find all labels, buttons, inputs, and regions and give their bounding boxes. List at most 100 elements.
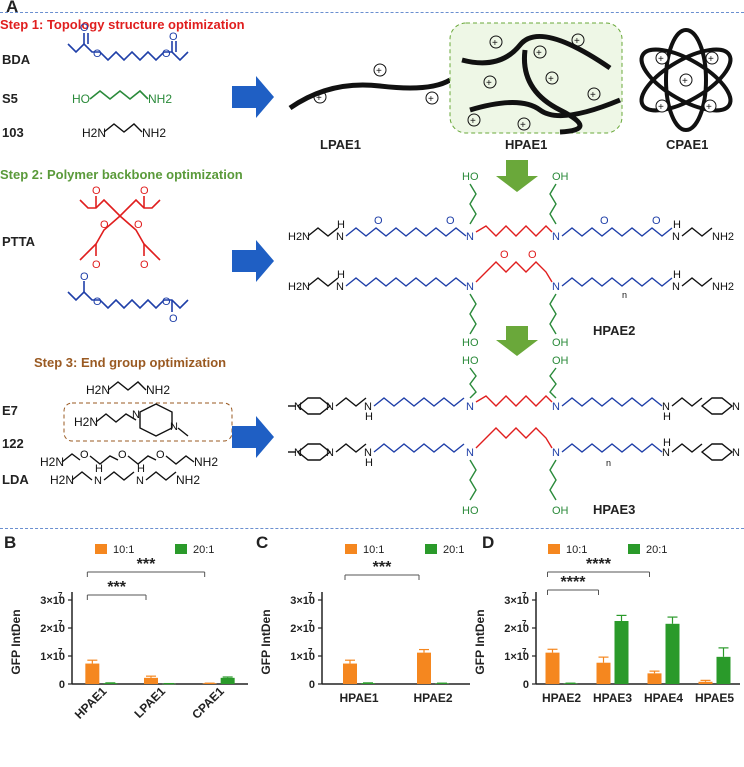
step2-title: Step 2: Polymer backbone optimization — [0, 167, 243, 182]
svg-text:O: O — [118, 449, 127, 461]
legend-swatch-D-1 — [628, 544, 640, 554]
y-tick-exp-D-1: 7 — [522, 647, 527, 656]
hpae3-structure: N N N H N N N H N N N N H N N n N H N HO… — [288, 355, 740, 517]
svg-text:O: O — [162, 296, 171, 308]
svg-text:O: O — [80, 22, 89, 34]
svg-text:O: O — [162, 48, 171, 60]
ptta-structure — [79, 196, 161, 261]
svg-text:O: O — [92, 259, 101, 271]
y-tick-label-B-1: 1×10 — [40, 651, 65, 663]
svg-text:+: + — [492, 38, 498, 49]
svg-text:O: O — [600, 215, 609, 227]
scheme-drawing: O O O O HO NH2 H2N NH2 + + + + + + + + +… — [40, 22, 740, 517]
svg-text:H2N: H2N — [82, 126, 106, 140]
svg-text:O: O — [134, 219, 143, 231]
svg-text:H: H — [663, 437, 671, 449]
svg-text:N: N — [662, 401, 670, 413]
svg-text:O: O — [140, 259, 149, 271]
svg-text:O: O — [169, 31, 178, 43]
svg-text:n: n — [622, 290, 627, 300]
svg-text:O: O — [80, 449, 89, 461]
svg-text:H: H — [337, 219, 345, 231]
monomer-103: 103 — [2, 125, 24, 140]
svg-text:N: N — [672, 281, 680, 293]
svg-text:+: + — [658, 102, 664, 113]
svg-text:H2N: H2N — [40, 455, 64, 469]
y-tick-exp-D-3: 7 — [522, 591, 527, 600]
svg-text:H: H — [337, 269, 345, 281]
svg-text:OH: OH — [552, 505, 569, 517]
topology-cpae1: CPAE1 — [666, 137, 709, 152]
svg-text:N: N — [466, 401, 474, 413]
svg-text:HO: HO — [72, 92, 90, 106]
x-tick-label-C-0: HPAE1 — [339, 691, 378, 705]
svg-text:N: N — [672, 231, 680, 243]
svg-text:HO: HO — [462, 337, 479, 349]
svg-text:NH2: NH2 — [712, 231, 734, 243]
bda-structure — [67, 33, 189, 62]
svg-text:H2N: H2N — [50, 473, 74, 487]
svg-text:N: N — [552, 231, 560, 243]
bar-B-HPAE1-10:1 — [85, 663, 100, 684]
svg-text:N: N — [364, 401, 372, 413]
cpae1-shape — [639, 28, 733, 132]
e7-highlight-box — [63, 402, 233, 442]
bar-C-HPAE2-10:1 — [417, 652, 431, 684]
svg-text:N: N — [552, 447, 560, 459]
x-tick-label-B-0: HPAE1 — [72, 684, 110, 722]
legend-label-D-1: 20:1 — [646, 544, 667, 556]
legend-swatch-D-0 — [548, 544, 560, 554]
svg-text:O: O — [652, 215, 661, 227]
legend-label-C-1: 20:1 — [443, 544, 464, 556]
svg-text:N: N — [732, 447, 740, 459]
down-arrow-icon — [496, 160, 538, 192]
lpae1-chain — [288, 77, 452, 111]
y-tick-label-C-1: 1×10 — [290, 651, 315, 663]
svg-text:HO: HO — [462, 355, 479, 367]
sig-label-B-1: *** — [137, 556, 156, 573]
x-tick-label-D-3: HPAE5 — [695, 691, 734, 705]
y-axis-label-C: GFP IntDen — [259, 609, 273, 674]
product-hpae2: HPAE2 — [593, 323, 636, 338]
svg-text:N: N — [336, 231, 344, 243]
monomer-ptta: PTTA — [2, 234, 35, 249]
svg-text:H: H — [365, 411, 373, 423]
legend-label-B-1: 20:1 — [193, 544, 214, 556]
x-tick-label-B-1: LPAE1 — [131, 684, 168, 721]
svg-text:N: N — [732, 401, 740, 413]
svg-text:NH2: NH2 — [712, 281, 734, 293]
svg-text:NH2: NH2 — [146, 383, 170, 397]
svg-text:+: + — [376, 66, 382, 77]
svg-text:H: H — [663, 411, 671, 423]
topology-hpae1: HPAE1 — [505, 137, 548, 152]
y-tick-label-B-3: 3×10 — [40, 595, 65, 607]
svg-text:N: N — [662, 447, 670, 459]
legend-swatch-B-1 — [175, 544, 187, 554]
y-tick-exp-B-2: 7 — [58, 619, 63, 628]
svg-text:NH2: NH2 — [142, 126, 166, 140]
svg-text:H2N: H2N — [86, 383, 110, 397]
svg-text:H2N: H2N — [288, 231, 310, 243]
svg-text:N: N — [136, 475, 144, 487]
svg-text:N: N — [552, 281, 560, 293]
y-tick-label-D-0: 0 — [523, 679, 529, 691]
topology-lpae1: LPAE1 — [320, 137, 361, 152]
svg-text:N: N — [364, 447, 372, 459]
step1-title: Step 1: Topology structure optimization — [0, 17, 245, 32]
svg-text:+: + — [658, 54, 664, 65]
svg-text:+: + — [682, 76, 688, 87]
y-tick-label-D-2: 2×10 — [504, 623, 529, 635]
svg-text:+: + — [706, 102, 712, 113]
svg-text:H: H — [673, 269, 681, 281]
bar-D-HPAE5-10:1 — [698, 681, 713, 684]
svg-text:N: N — [294, 447, 302, 459]
svg-text:O: O — [93, 296, 102, 308]
legend-swatch-C-1 — [425, 544, 437, 554]
svg-text:O: O — [169, 313, 178, 325]
sig-label-B-0: *** — [107, 579, 126, 596]
bar-D-HPAE5-20:1 — [716, 656, 731, 684]
monomer-s5: S5 — [2, 91, 18, 106]
sig-label-D-0: **** — [561, 574, 587, 591]
svg-text:OH: OH — [552, 355, 569, 367]
bar-C-HPAE1-10:1 — [343, 663, 357, 684]
